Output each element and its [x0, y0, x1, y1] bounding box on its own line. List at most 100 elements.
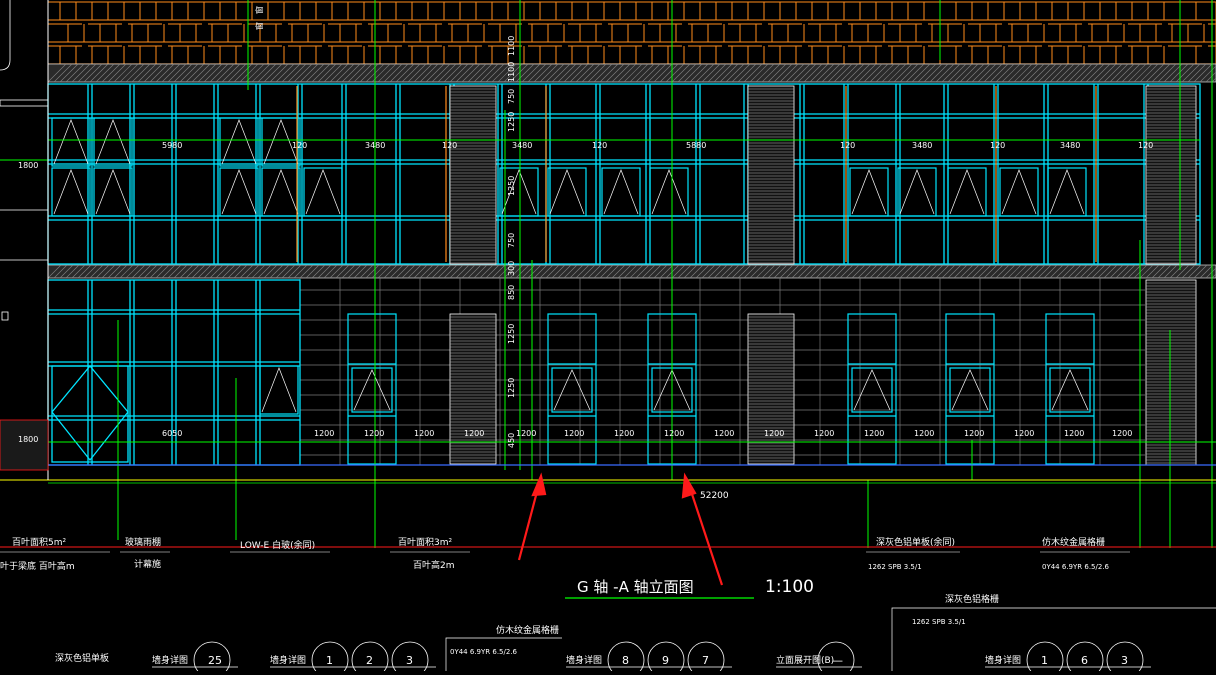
hatch-line [323, 264, 338, 279]
hatch-line [917, 63, 937, 83]
hatch-line [587, 264, 602, 279]
hatch-line [557, 264, 572, 279]
hatch-line [239, 63, 259, 83]
hatch-line [581, 264, 596, 279]
hatch-line [1175, 264, 1190, 279]
hatch-line [509, 63, 529, 83]
hatch-line [857, 264, 872, 279]
lower-dim: 1200 [864, 429, 884, 438]
lower-dim: 1200 [414, 429, 434, 438]
hatch-line [389, 63, 409, 83]
hatch-line [275, 63, 295, 83]
hatch-line [923, 63, 943, 83]
hatch-line [761, 264, 776, 279]
louver [1145, 279, 1197, 466]
upper-dim: 120 [292, 141, 307, 150]
hatch-line [437, 264, 452, 279]
hatch-line [713, 63, 733, 83]
hatch-line [773, 264, 788, 279]
hatch-line [1049, 264, 1064, 279]
hatch-line [893, 63, 913, 83]
hatch-line [191, 63, 211, 83]
hatch-line [623, 63, 643, 83]
hatch-line [587, 63, 607, 83]
hatch-line [125, 63, 145, 83]
window-open-mark [851, 169, 887, 215]
hatch-line [1067, 63, 1087, 83]
hatch-line [83, 264, 98, 279]
hatch-line [161, 264, 176, 279]
hatch-line [431, 264, 446, 279]
hatch-line [473, 264, 488, 279]
hatch-line [1103, 264, 1118, 279]
hatch-line [701, 264, 716, 279]
upper-dim: 3480 [512, 141, 532, 150]
hatch-line [1193, 264, 1208, 279]
callout-wall-897-num: 8 [622, 654, 629, 667]
hatch-line [347, 264, 362, 279]
hatch-line [107, 264, 122, 279]
window-open-mark [501, 169, 537, 215]
callout-unfold-label: 立面展开图(B) [776, 654, 834, 666]
upper-dim: 120 [1138, 141, 1153, 150]
hatch-line [719, 63, 739, 83]
hatch-line [983, 264, 998, 279]
hatch-line [1031, 264, 1046, 279]
hatch-line [101, 264, 116, 279]
hatch-line [539, 264, 554, 279]
hatch-line [71, 264, 86, 279]
window-pane [649, 167, 689, 217]
legend-grille-code: 0Y44 6.9YR 6.5/2.6 [450, 648, 518, 656]
hatch-line [947, 63, 967, 83]
window-pane [261, 167, 301, 217]
material-notes: 百叶面积5m² 玻璃雨棚 LOW-E 白玻(余同) 百叶面积3m² 深灰色铝单板… [0, 536, 1130, 572]
hatch-line [1127, 63, 1147, 83]
hatch-line [911, 63, 931, 83]
hatch-line [341, 264, 356, 279]
glass-door-diamond [51, 364, 129, 462]
callout-unfold-circle [817, 641, 855, 675]
hatch-line [599, 264, 614, 279]
hatch-line [653, 63, 673, 83]
lower-dim: 1200 [564, 429, 584, 438]
hatch-line [947, 264, 962, 279]
hatch-line [287, 264, 302, 279]
hatch-line [905, 264, 920, 279]
hatch-line [1091, 264, 1106, 279]
window-open-mark [1051, 369, 1089, 411]
window-pane [499, 167, 539, 217]
hatch-line [131, 264, 146, 279]
hatch-line [371, 264, 386, 279]
hatch-line [1169, 264, 1184, 279]
hatch-line [563, 264, 578, 279]
hatch-line [617, 63, 637, 83]
left-dim: 1800 [18, 161, 38, 170]
hatch-line [281, 264, 296, 279]
window-pane [1047, 167, 1087, 217]
hatch-line [1055, 264, 1070, 279]
legend-alu-grille: 深灰色铝格栅 1262 SPB 3.5/1 [891, 593, 1216, 671]
hatch-line [1157, 264, 1172, 279]
hatch-line [173, 264, 188, 279]
hatch-line [857, 63, 877, 83]
hatch-line [1199, 65, 1216, 83]
hatch-line [1097, 63, 1117, 83]
hatch-line [143, 264, 158, 279]
hatch-line [509, 264, 524, 279]
window-open-mark [553, 369, 591, 411]
top-label: 窗 [254, 22, 264, 30]
hatch-line [431, 63, 451, 83]
hatch-line [1115, 264, 1130, 279]
window-open-mark [221, 119, 257, 165]
hatch-line [221, 63, 241, 83]
hatch-line [257, 63, 277, 83]
hatch-line [317, 63, 337, 83]
hatch-line [491, 264, 506, 279]
hatch-line [1043, 63, 1063, 83]
vertical-dim: 1250 [507, 112, 516, 132]
lower-dim: 1200 [814, 429, 834, 438]
tall-window [847, 313, 897, 465]
hatch-line [959, 264, 974, 279]
hatch-line [263, 264, 278, 279]
